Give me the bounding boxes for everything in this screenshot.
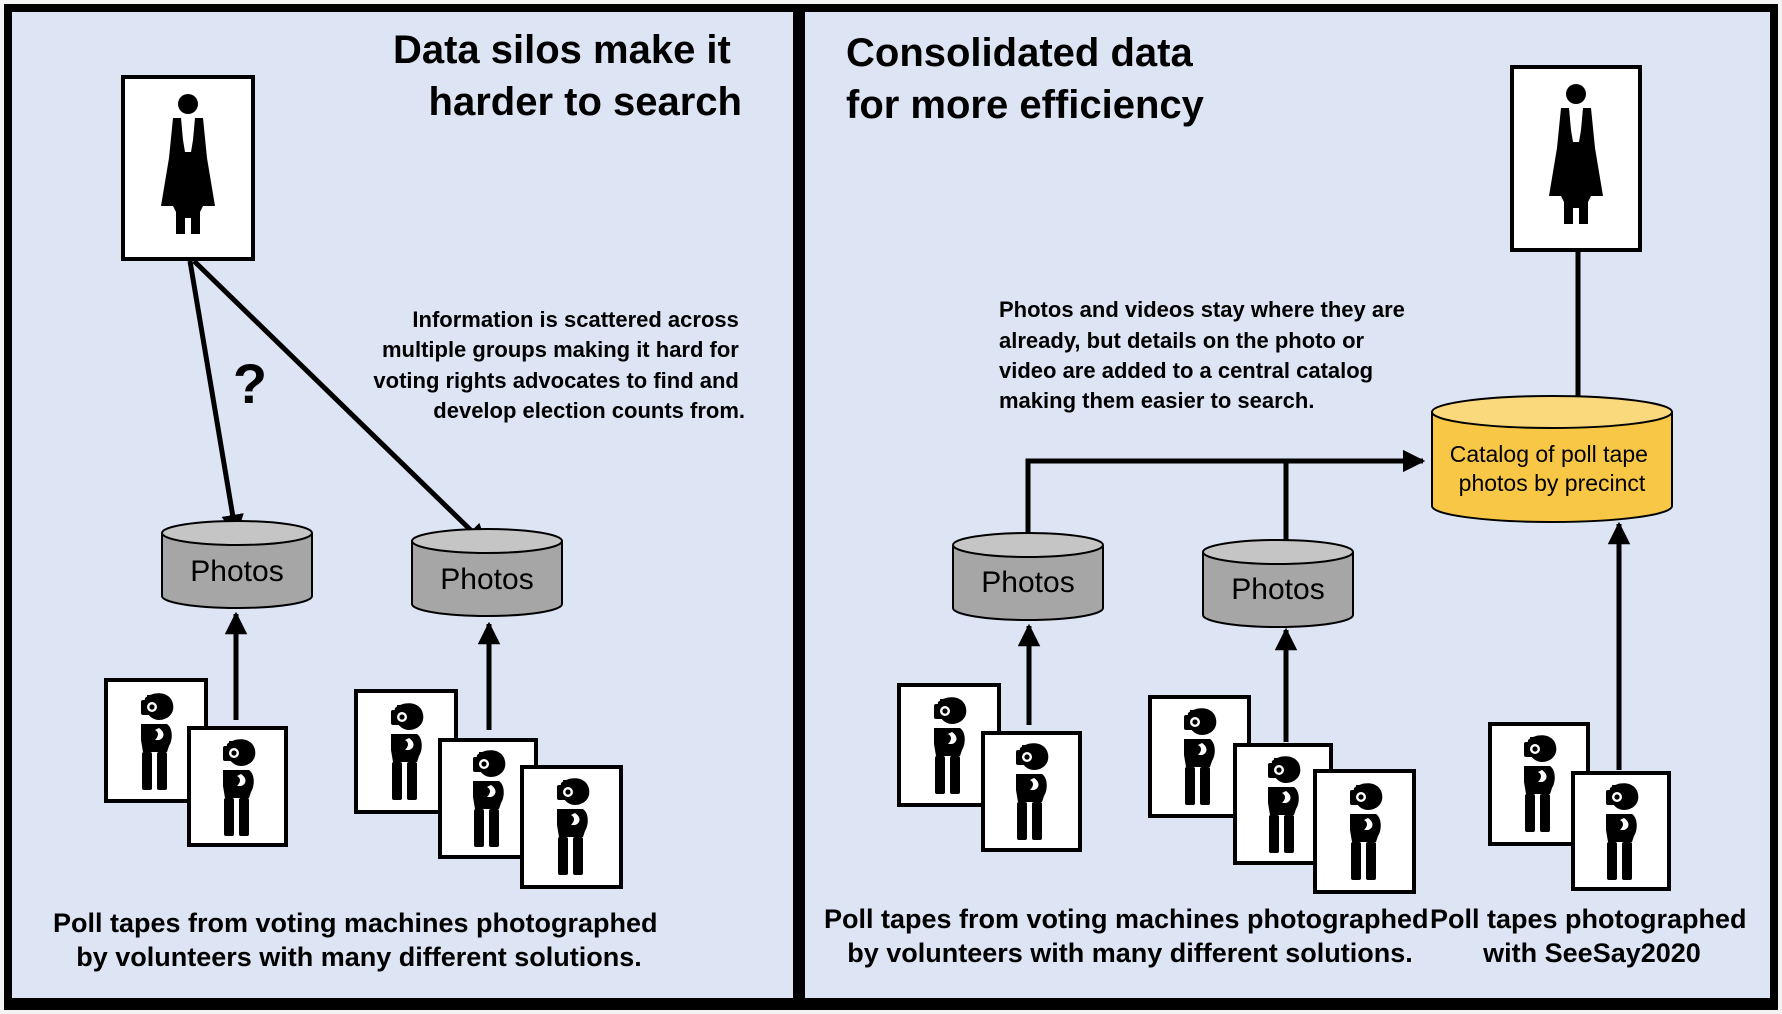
left-volunteer-group-1 [104,678,288,847]
left-photos-database-1: Photos [161,520,313,609]
question-mark: ? [233,352,267,415]
left-arrow-judge-to-db1 [187,260,244,538]
catalog-database: Catalog of poll tape photos by precinct [1431,395,1673,523]
left-arrow-judge-to-db2 [192,259,488,547]
right-photos-database-1: Photos [952,532,1104,621]
right-volunteer-group-2 [1148,695,1416,894]
right-title: Consolidated data for more efficiency [846,31,1205,127]
right-judge-card [1510,65,1642,252]
right-seesay-group [1488,722,1671,891]
left-db1-label: Photos [190,555,283,588]
right-arrow-dbs-to-catalog [1025,449,1426,538]
right-note: Photos and videos stay where they are al… [999,297,1411,413]
left-caption: Poll tapes from voting machines photogra… [53,908,665,972]
left-volunteer-group-2 [354,689,623,889]
right-caption-left: Poll tapes from voting machines photogra… [824,904,1436,968]
left-note: Information is scattered across multiple… [373,307,745,423]
left-db2-label: Photos [440,563,533,596]
right-db1-label: Photos [981,566,1074,599]
right-caption-right: Poll tapes photographed with SeeSay2020 [1430,904,1754,968]
catalog-label: Catalog of poll tape photos by precinct [1450,441,1655,496]
left-judge-card [121,75,255,261]
left-title: Data silos make it harder to search [393,28,742,124]
right-photos-database-2: Photos [1202,539,1354,628]
right-volunteer-group-1 [897,683,1082,852]
left-photos-database-2: Photos [411,528,563,617]
right-db2-label: Photos [1231,573,1324,606]
